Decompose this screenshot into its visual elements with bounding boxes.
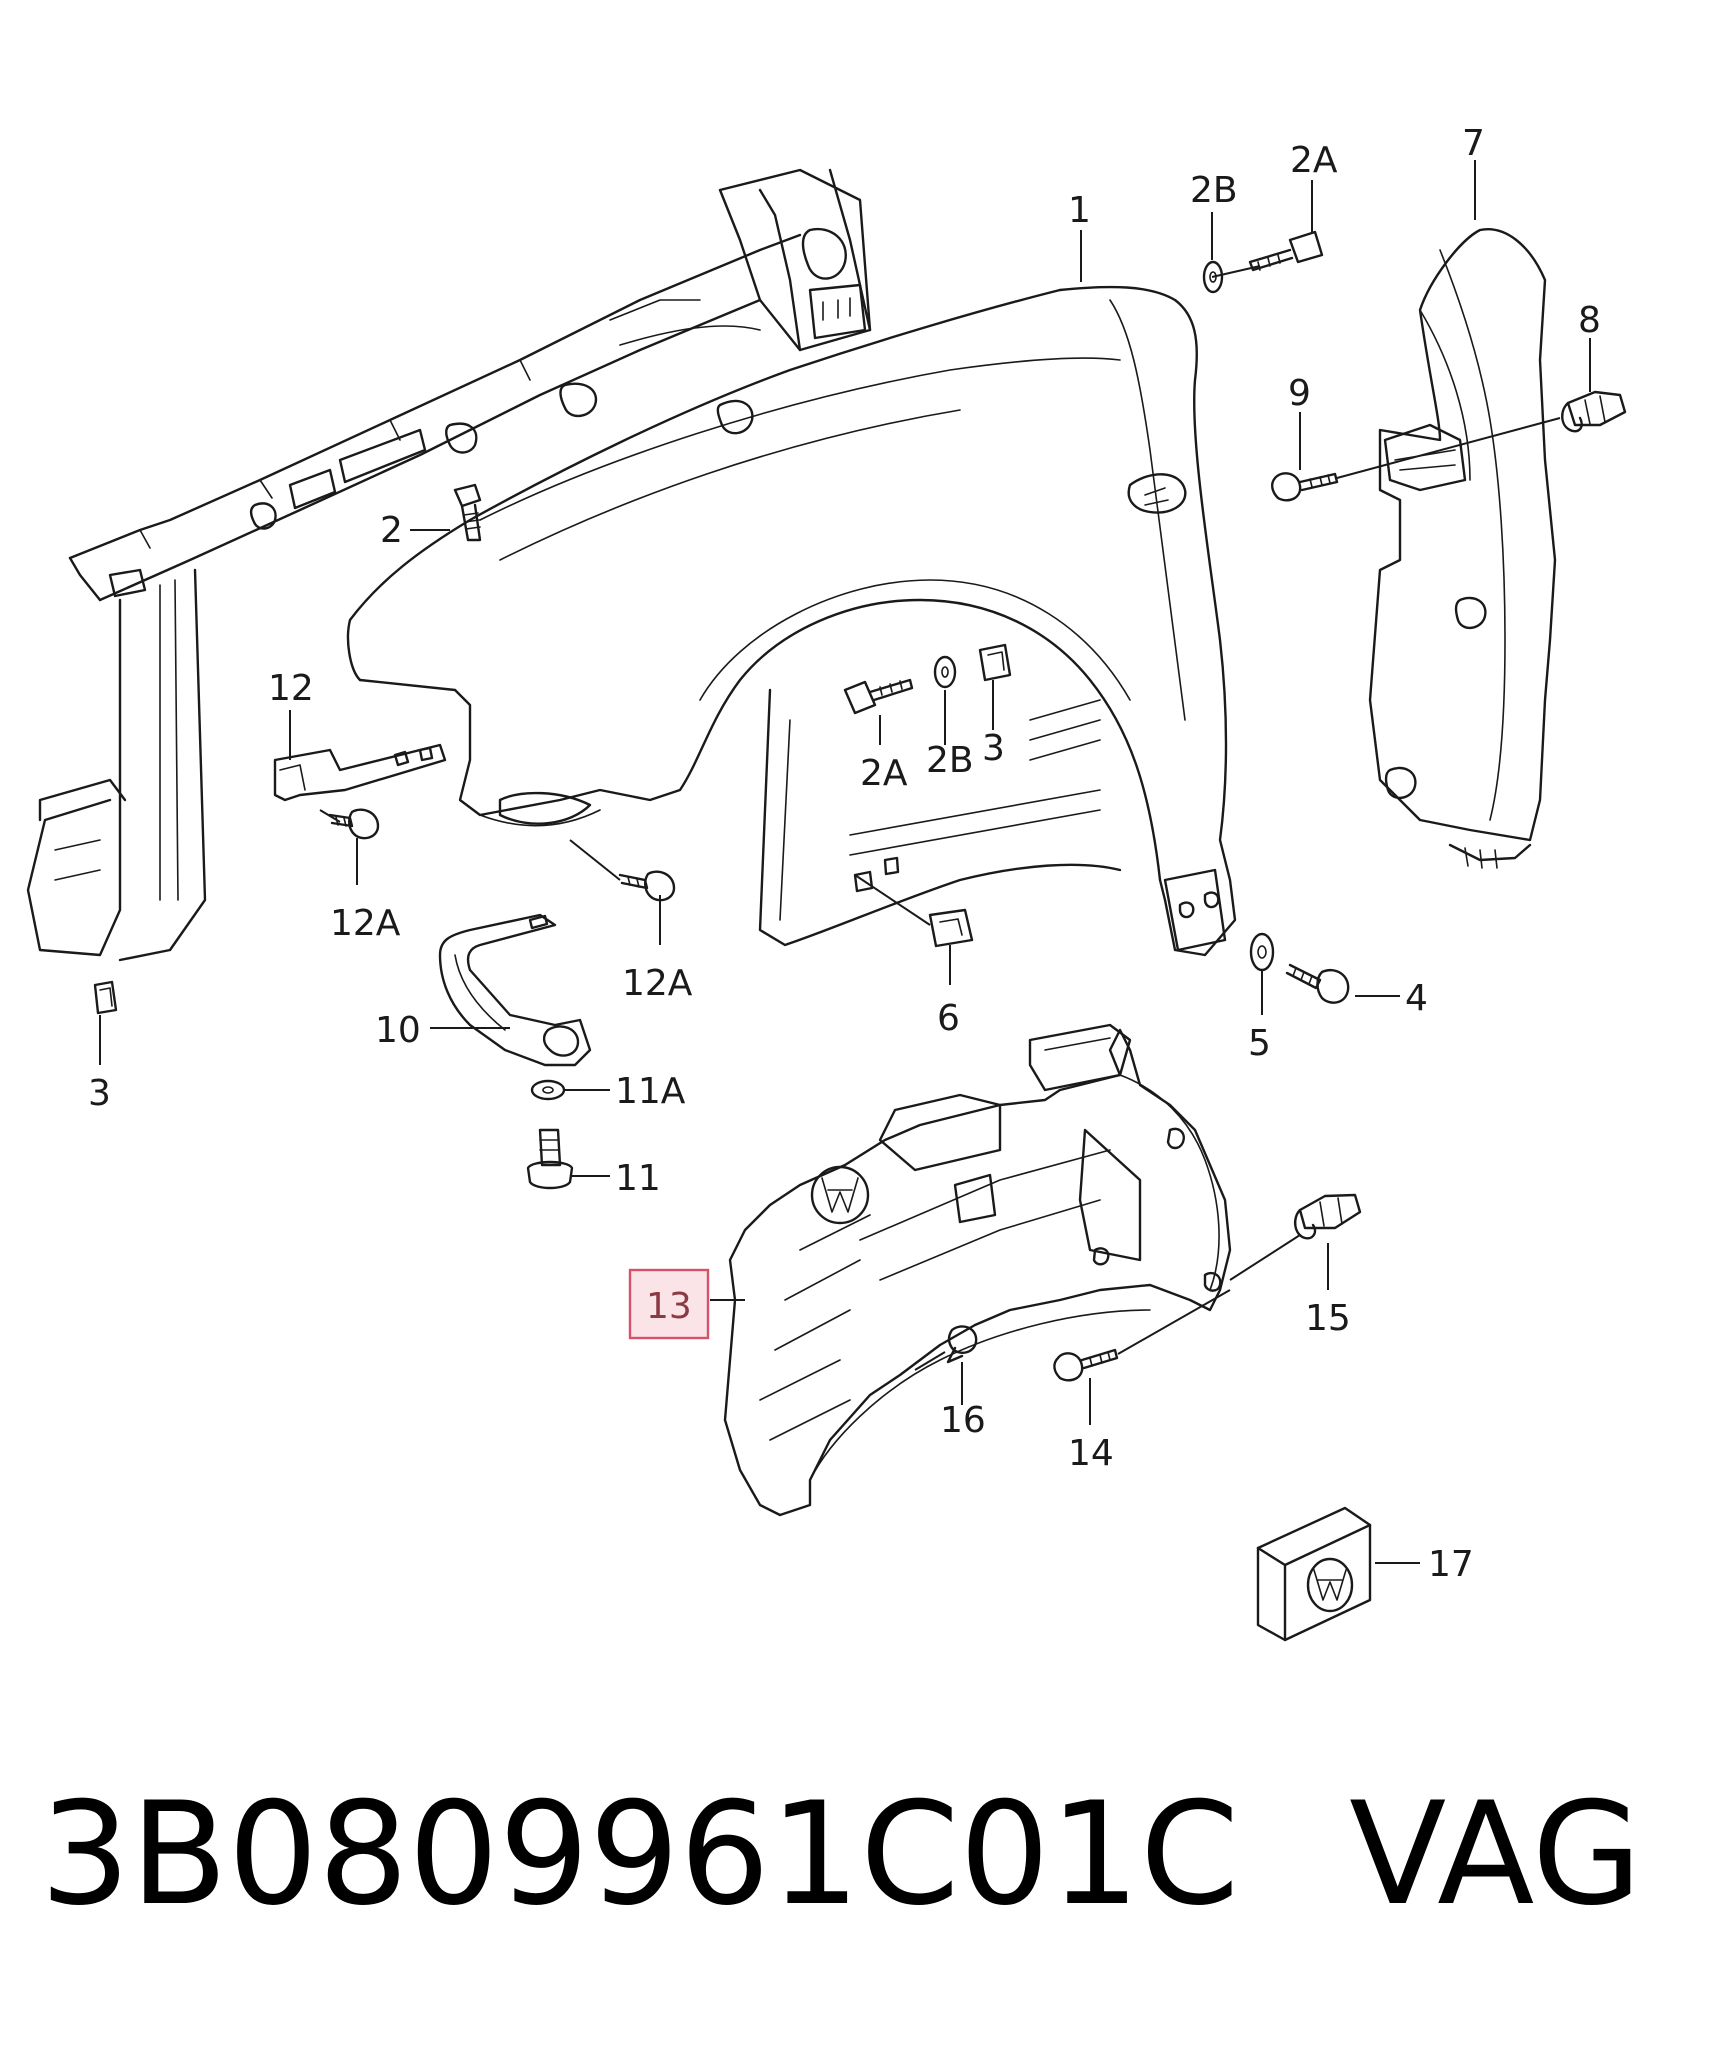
clip-6 xyxy=(928,908,974,948)
bracket-12 xyxy=(273,743,447,802)
callout-14: 14 xyxy=(1068,1433,1114,1474)
callout-12A-left: 12A xyxy=(330,903,401,944)
callout-2A-mid: 2A xyxy=(860,753,908,794)
callout-10: 10 xyxy=(375,1010,421,1051)
callout-3-mid: 3 xyxy=(982,728,1005,769)
callout-4: 4 xyxy=(1405,978,1428,1019)
callout-11A: 11A xyxy=(615,1071,686,1112)
callout-15: 15 xyxy=(1305,1298,1351,1339)
clip-16 xyxy=(946,1325,978,1364)
fender xyxy=(346,285,1237,957)
callout-12A-right: 12A xyxy=(622,963,693,1004)
callout-11: 11 xyxy=(615,1158,661,1199)
callout-2B-mid: 2B xyxy=(926,740,974,781)
front-body-frame xyxy=(26,168,872,962)
brand-name: VAG xyxy=(1349,1772,1642,1937)
bolt-4 xyxy=(1249,932,1350,1004)
callout-8: 8 xyxy=(1578,300,1601,341)
bolt-11 xyxy=(526,1128,574,1190)
bolt-2A-mid xyxy=(843,643,1012,715)
screw-12A-right xyxy=(618,870,676,902)
callout-2: 2 xyxy=(380,510,403,551)
screw-9 xyxy=(1270,472,1339,502)
callout-16: 16 xyxy=(940,1400,986,1441)
callout-9: 9 xyxy=(1288,373,1311,414)
nut-15 xyxy=(1293,1193,1362,1240)
callout-5: 5 xyxy=(1248,1023,1271,1064)
callout-7: 7 xyxy=(1462,123,1485,164)
callout-labels: 1 2 2B 2A 7 8 9 12 12A 12A 2A 2B 3 6 3 5… xyxy=(88,123,1601,1585)
callout-12: 12 xyxy=(268,668,314,709)
callout-17: 17 xyxy=(1428,1544,1474,1585)
nut-8 xyxy=(1561,390,1627,433)
callout-2B-top: 2B xyxy=(1190,170,1238,211)
bolt-2 xyxy=(453,483,482,542)
bolt-2A-top xyxy=(1202,230,1324,294)
leader-lines xyxy=(99,160,1591,1564)
rear-bracket xyxy=(1368,228,1557,869)
callout-13: 13 xyxy=(646,1286,692,1327)
callout-3-left: 3 xyxy=(88,1073,111,1114)
highlight-box xyxy=(628,1268,710,1340)
callout-1: 1 xyxy=(1068,190,1091,231)
clip-3-left xyxy=(93,980,118,1015)
inner-panel xyxy=(758,688,1122,947)
washer-11A xyxy=(530,1079,566,1101)
callout-2A-top: 2A xyxy=(1290,140,1338,181)
parts-diagram: 1 2 2B 2A 7 8 9 12 12A 12A 2A 2B 3 6 3 5… xyxy=(26,123,1627,1642)
part-number: 3B0809961C01C xyxy=(40,1772,1240,1937)
emblem-block-17 xyxy=(1256,1506,1372,1642)
screw-12A-left xyxy=(328,808,380,840)
callout-6: 6 xyxy=(937,998,960,1039)
wheel-housing-liner xyxy=(723,1023,1232,1517)
screw-14 xyxy=(1053,1348,1119,1382)
bracket-10 xyxy=(438,913,592,1067)
